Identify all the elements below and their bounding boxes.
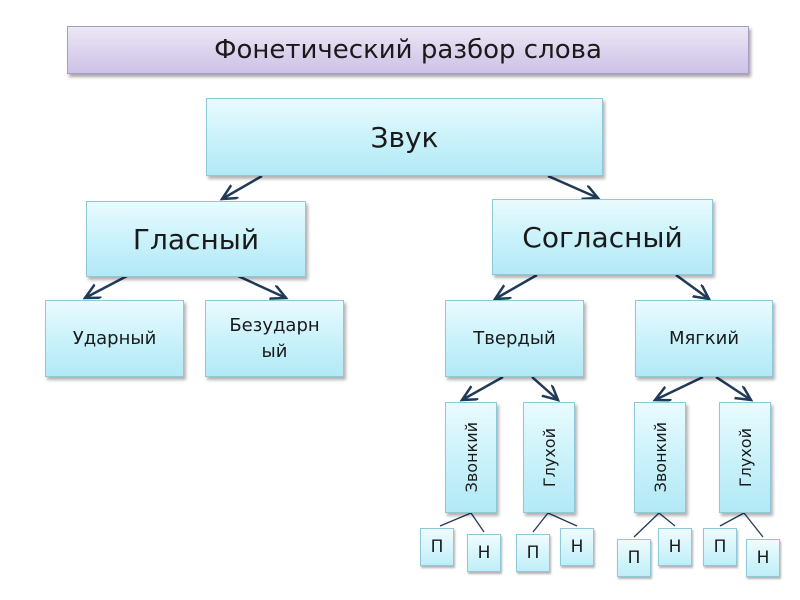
- arrow-vowel-stressed: [85, 274, 128, 298]
- leaf-soft-voiceless-paired: П: [703, 528, 737, 566]
- node-soft: Мягкий: [635, 300, 773, 377]
- leaf-hard-voiceless-paired: П: [516, 534, 550, 572]
- leaf-hard-voiced-unpaired: Н: [467, 534, 501, 572]
- node-soft-label: Мягкий: [668, 328, 740, 349]
- line-voiceless1-p: [532, 512, 549, 533]
- arrow-root-vowel: [222, 174, 263, 199]
- arrow-soft-voiceless: [715, 375, 751, 400]
- arrow-root-consonant: [547, 174, 598, 198]
- arrow-hard-voiceless: [531, 376, 558, 400]
- arrow-consonant-hard: [495, 273, 538, 299]
- node-stressed: Ударный: [45, 300, 184, 377]
- leaf-soft-voiced-unpaired: Н: [658, 528, 692, 566]
- arrow-consonant-soft: [675, 273, 709, 299]
- node-soft-voiceless-label: Глухой: [735, 427, 755, 488]
- line-voiced1-p: [439, 512, 472, 527]
- node-consonant: Согласный: [492, 199, 713, 275]
- node-soft-voiced-label: Звонкий: [650, 422, 670, 493]
- node-hard-voiceless-label: Глухой: [539, 427, 559, 488]
- leaf-soft-voiced-paired: П: [617, 539, 651, 577]
- line-voiced1-n: [470, 512, 485, 533]
- node-sound-label: Звук: [370, 120, 439, 154]
- node-hard: Твердый: [445, 300, 584, 377]
- line-voiceless2-p: [719, 512, 745, 527]
- node-hard-voiced: Звонкий: [445, 402, 497, 513]
- node-unstressed-label-line1: Безударн: [229, 314, 320, 336]
- node-unstressed: Безударн ый: [205, 300, 344, 377]
- node-sound: Звук: [206, 98, 603, 176]
- leaf-hard-voiceless-unpaired: Н: [560, 528, 594, 566]
- node-vowel: Гласный: [86, 201, 306, 277]
- diagram-title: Фонетический разбор слова: [67, 26, 749, 74]
- node-hard-voiced-label: Звонкий: [461, 422, 481, 493]
- line-voiced2-p: [633, 512, 660, 538]
- node-consonant-label: Согласный: [522, 220, 683, 254]
- line-voiced2-n: [658, 512, 676, 527]
- node-vowel-label: Гласный: [132, 222, 260, 256]
- node-unstressed-label-line2: ый: [261, 340, 288, 362]
- node-hard-label: Твердый: [473, 328, 556, 349]
- arrow-vowel-unstressed: [237, 274, 286, 298]
- arrow-hard-voiced: [462, 375, 504, 400]
- node-hard-voiceless: Глухой: [523, 402, 575, 513]
- leaf-soft-voiceless-unpaired: Н: [746, 539, 780, 577]
- leaf-hard-voiced-paired: П: [420, 528, 454, 566]
- line-voiceless2-n: [743, 512, 764, 538]
- arrow-soft-voiced: [655, 375, 704, 400]
- line-voiceless1-n: [547, 512, 578, 527]
- node-soft-voiced: Звонкий: [634, 402, 686, 513]
- node-soft-voiceless: Глухой: [719, 402, 771, 513]
- node-stressed-label: Ударный: [72, 328, 157, 349]
